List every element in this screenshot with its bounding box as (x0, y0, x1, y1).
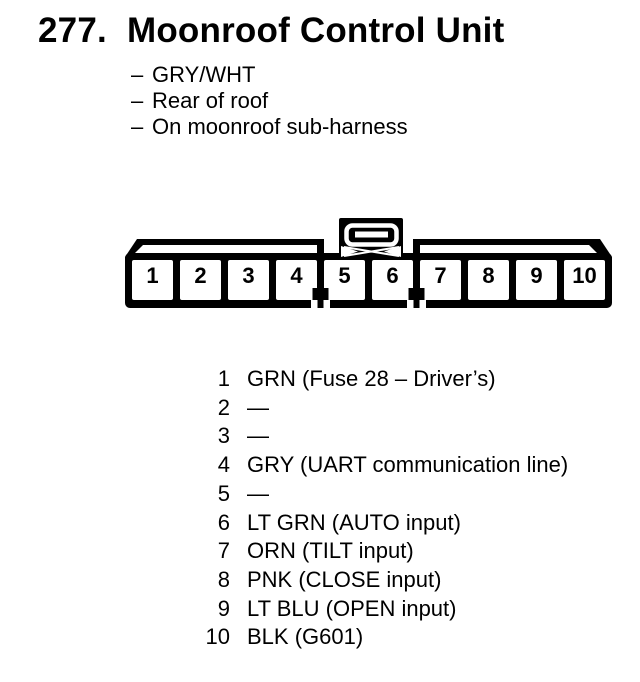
right-ridge-face (420, 245, 597, 253)
connector-cell (324, 260, 365, 300)
left-ridge-face (135, 245, 317, 253)
pin-list-description: GRN (Fuse 28 – Driver’s) (247, 366, 496, 391)
connector-pin-number: 1 (146, 263, 158, 288)
pin-list-description: LT BLU (OPEN input) (247, 595, 457, 621)
connector-cell (180, 260, 221, 300)
connector-pin-number: 8 (482, 263, 494, 288)
note-dash: – (131, 114, 144, 139)
connector-cell (420, 260, 461, 300)
pin-list-description: PNK (CLOSE input) (247, 566, 442, 592)
connector-cell (516, 260, 557, 300)
connector-cell (372, 260, 413, 300)
connector-cell (132, 260, 173, 300)
pin-list-description: GRY (UART communication line) (247, 452, 569, 478)
title-text: Moonroof Control Unit (127, 11, 505, 50)
pin-list-description: — (247, 480, 269, 506)
pin-list-number: 1 (217, 366, 230, 391)
pin-numbers: 1 2 3 4 5 6 7 8 9 10 (146, 263, 596, 288)
item-number: 277. (38, 11, 107, 50)
pin-list-description: — (247, 394, 269, 420)
connector-pin-number: 2 (194, 263, 206, 288)
notes-list: –GRY/WHT–Rear of roof–On moonroof sub-ha… (131, 62, 408, 140)
connector-pin-number: 9 (530, 263, 542, 288)
latch-bowtie-cross-icon (343, 246, 400, 257)
pin-list-row: 7 ORN (TILT input) (0, 537, 640, 566)
note-text: GRY/WHT (152, 62, 256, 87)
note-dash: – (131, 62, 144, 87)
pin-list-number: 2 (217, 394, 230, 420)
connector-pin-number: 10 (572, 263, 596, 288)
latch-bowtie-left-icon (341, 246, 358, 257)
page-title: 277. Moonroof Control Unit (38, 13, 504, 49)
pin-list-number: 4 (217, 452, 230, 478)
connector-pin-number: 4 (290, 263, 303, 288)
connector-pin-number: 5 (338, 263, 350, 288)
pin-list-number: 3 (217, 423, 230, 449)
keying-notch-right (407, 288, 426, 308)
pin-list-description: BLK (G601) (247, 624, 364, 650)
connector-cell (228, 260, 269, 300)
pin-list-row: 2— (0, 394, 640, 423)
connector-pin-number: 3 (242, 263, 254, 288)
note-line: –GRY/WHT (131, 62, 408, 88)
pin-list-row: 10 BLK (G601) (0, 623, 640, 652)
pin-list-row: 8 PNK (CLOSE input) (0, 566, 640, 595)
pin-list-row: 6 LT GRN (AUTO input) (0, 509, 640, 538)
note-text: On moonroof sub-harness (152, 114, 408, 139)
note-text: Rear of roof (152, 88, 269, 113)
pin-list-row: 5— (0, 480, 640, 509)
connector-pin-number: 7 (434, 263, 446, 288)
note-line: –Rear of roof (131, 88, 408, 114)
pin-list-description: — (247, 423, 269, 449)
connector-diagram: 1 2 3 4 5 6 7 8 9 10 (125, 218, 612, 308)
connector-cell (276, 260, 317, 300)
latch-ring-icon (344, 223, 399, 247)
pin-list-row: 4 GRY (UART communication line) (0, 451, 640, 480)
pin-list-row: 1 GRN (Fuse 28 – Driver’s) (0, 365, 640, 394)
keying-notch-left (311, 288, 330, 308)
latch-slot-icon (355, 231, 388, 238)
pin-list-row: 3— (0, 422, 640, 451)
pin-list-description: LT GRN (AUTO input) (247, 509, 461, 535)
connector-pin-number: 6 (386, 263, 398, 288)
latch-bowtie-right-icon (384, 246, 401, 257)
pin-list-number: 9 (217, 595, 230, 621)
connector-cell (564, 260, 605, 300)
pin-list-number: 5 (217, 480, 230, 506)
pin-list-description: ORN (TILT input) (247, 538, 414, 564)
note-line: –On moonroof sub-harness (131, 114, 408, 140)
pin-list-row: 9 LT BLU (OPEN input) (0, 595, 640, 624)
pin-list-number: 8 (217, 566, 230, 592)
note-dash: – (131, 88, 144, 113)
pin-list-number: 7 (217, 538, 230, 564)
connector-cell (468, 260, 509, 300)
pin-cells (132, 260, 605, 300)
pin-list-number: 6 (217, 509, 230, 535)
pin-list-number: 10 (205, 624, 230, 650)
